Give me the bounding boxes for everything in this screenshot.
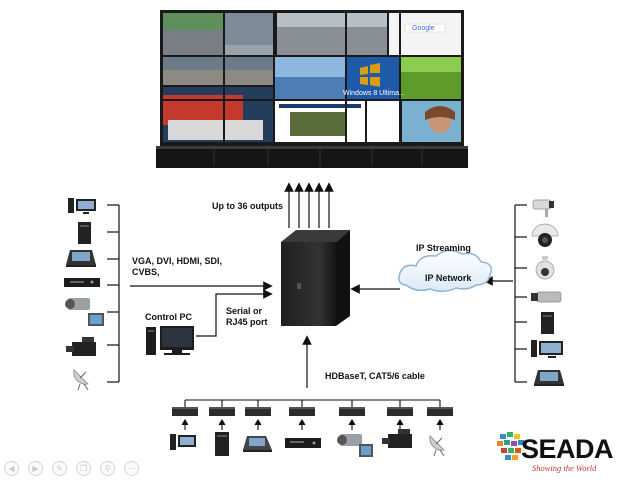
dvd-player-icon bbox=[285, 438, 321, 448]
more-icon[interactable]: ⋯ bbox=[124, 461, 139, 476]
camcorder-icon bbox=[337, 434, 373, 457]
hdbaset-receiver-icon bbox=[339, 407, 365, 416]
right-sources bbox=[531, 199, 564, 386]
laptop-icon bbox=[534, 370, 564, 386]
broadcast-camera-icon bbox=[66, 337, 96, 356]
tower-pc-icon bbox=[215, 432, 229, 456]
bottom-sources bbox=[170, 429, 445, 457]
camcorder-icon bbox=[65, 298, 104, 326]
bottom-tree bbox=[181, 399, 444, 430]
hdbaset-receiver-icon bbox=[427, 407, 453, 416]
satellite-dish-icon bbox=[429, 435, 445, 457]
control-pc-icon bbox=[146, 326, 194, 355]
tower-pc-icon bbox=[541, 312, 554, 334]
ip-network-cloud bbox=[398, 249, 493, 292]
desktop-pc-icon bbox=[531, 340, 563, 358]
broadcast-camera-icon bbox=[382, 429, 412, 448]
seada-logo-text: SEADA bbox=[521, 434, 614, 464]
wall-windows-text: Windows 8 Ultima... bbox=[343, 90, 405, 97]
pen-icon[interactable]: ✎ bbox=[52, 461, 67, 476]
hdbaset-receivers bbox=[172, 407, 453, 416]
dvd-player-icon bbox=[64, 278, 100, 287]
next-icon[interactable]: ▶ bbox=[28, 461, 43, 476]
copy-icon[interactable]: ❐ bbox=[76, 461, 91, 476]
left-bracket bbox=[107, 204, 120, 383]
desktop-pc-icon bbox=[68, 198, 96, 214]
video-wall bbox=[156, 10, 468, 168]
wall-google-text: Google bbox=[412, 25, 435, 32]
hdbaset-label: HDBaseT, CAT5/6 cable bbox=[325, 371, 425, 381]
hdbaset-receiver-icon bbox=[289, 407, 315, 416]
video-wall-controller bbox=[281, 230, 350, 326]
seada-logo-globe bbox=[497, 432, 524, 460]
desktop-pc-icon bbox=[170, 434, 196, 450]
hdbaset-receiver-icon bbox=[172, 407, 198, 416]
hdbaset-receiver-icon bbox=[209, 407, 235, 416]
box-camera-icon bbox=[531, 291, 562, 303]
hdbaset-receiver-icon bbox=[245, 407, 271, 416]
hdbaset-receiver-icon bbox=[387, 407, 413, 416]
ip-network-label: IP Network bbox=[425, 273, 472, 283]
right-bracket bbox=[514, 204, 527, 383]
zoom-icon[interactable]: ⚲ bbox=[100, 461, 115, 476]
bullet-camera-icon bbox=[532, 199, 554, 217]
laptop-icon bbox=[66, 250, 96, 267]
dome-camera-icon bbox=[531, 223, 559, 247]
tower-pc-icon bbox=[78, 222, 91, 244]
outputs-label: Up to 36 outputs bbox=[212, 201, 283, 211]
left-sources bbox=[64, 198, 104, 391]
satellite-dish-icon bbox=[73, 369, 89, 391]
seada-tagline: Showing the World bbox=[532, 463, 597, 473]
output-arrows bbox=[284, 182, 334, 228]
ptz-camera-icon bbox=[535, 256, 555, 280]
control-pc-label: Control PC bbox=[145, 312, 192, 322]
serial-label: Serial or RJ45 port bbox=[226, 306, 268, 327]
inputs-label: VGA, DVI, HDMI, SDI, CVBS, bbox=[132, 256, 223, 277]
prev-icon[interactable]: ◀ bbox=[4, 461, 19, 476]
ip-streaming-label: IP Streaming bbox=[416, 243, 471, 253]
control-line bbox=[196, 289, 273, 337]
laptop-icon bbox=[243, 436, 272, 452]
